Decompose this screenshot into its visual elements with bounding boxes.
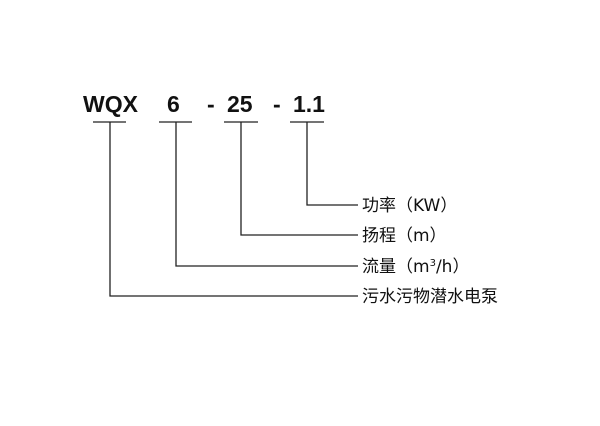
label-head: 扬程（m） [362, 226, 447, 246]
leader-head [240, 122, 358, 236]
code-power: 1.1 [293, 91, 325, 117]
label-flow: 流量（m3/h） [362, 257, 469, 277]
leader-flow [175, 122, 358, 267]
leader-power [306, 122, 358, 206]
leader-type [109, 122, 358, 297]
code-dash-2: - [273, 91, 281, 117]
code-prefix: WQX [83, 91, 139, 117]
label-flow-sup: 3 [430, 258, 436, 269]
label-type: 污水污物潜水电泵 [362, 287, 498, 307]
label-flow-suffix: /h） [436, 257, 470, 277]
code-dash-1: - [207, 91, 215, 117]
label-power: 功率（KW） [362, 196, 457, 216]
code-head: 25 [227, 91, 253, 117]
code-flow: 6 [167, 91, 180, 117]
label-flow-prefix: 流量（m [362, 257, 430, 277]
